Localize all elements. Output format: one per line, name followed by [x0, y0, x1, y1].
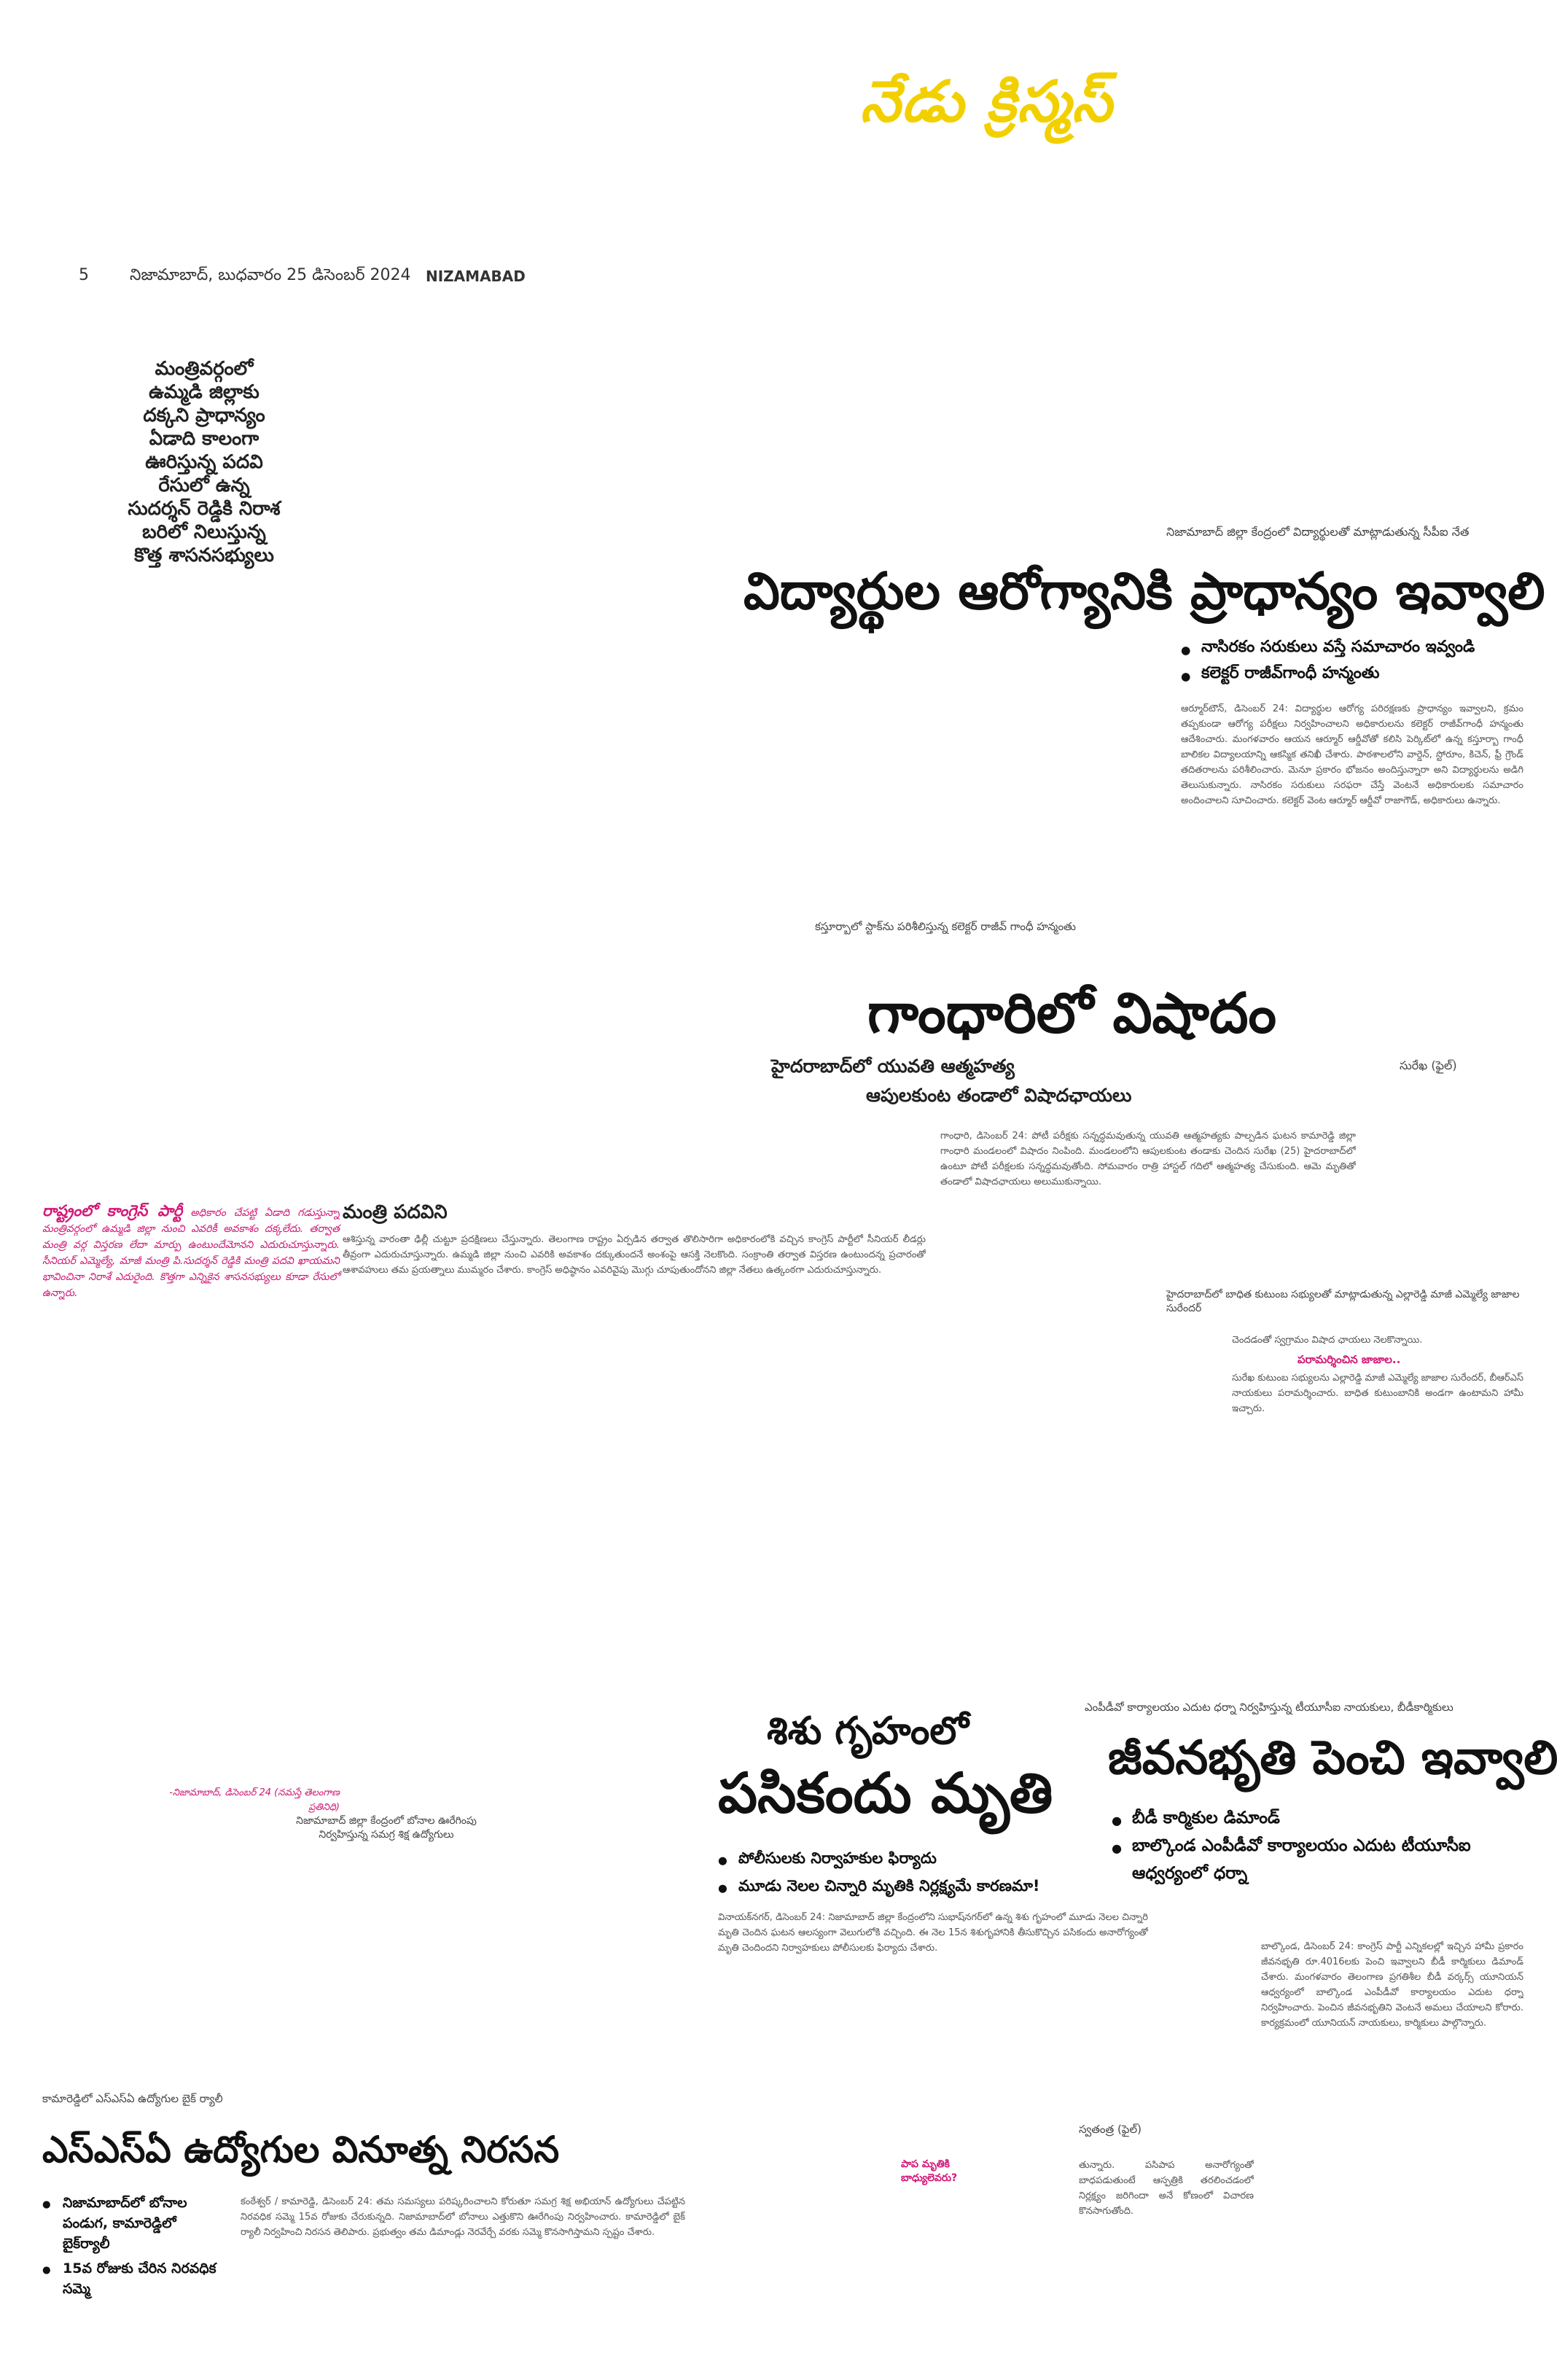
highlight-line: ఉమ్మడి జిల్లాకు	[149, 381, 260, 403]
health-headline: విద్యార్థుల ఆరోగ్యానికి ప్రాధాన్యం ఇవ్వా…	[744, 561, 1545, 621]
gandhari-inline-head: పరామర్శించిన జాజాల..	[1298, 1353, 1401, 1366]
minister-byline: -నిజామాబాద్‌, డిసెంబర్‌ 24 (నమస్తే తెలంగ…	[169, 1787, 340, 1813]
minister-lead-title: రాష్ట్రంలో కాంగ్రెస్‌ పార్టీ	[42, 1202, 183, 1220]
gandhari-inline-body: సురేఖ కుటుంబ సభ్యులను ఎల్లారెడ్డి మాజీ ఎ…	[1232, 1373, 1523, 1414]
beedi-kicker: ఎంపీడీవో కార్యాలయం ఎదుట ధర్నా నిర్వహిస్త…	[1085, 1701, 1453, 1714]
page-number: 5	[79, 266, 89, 284]
masthead-title: నేడు క్రిస్మస్	[860, 69, 1114, 135]
ssa-kicker: కామారెడ్డిలో ఎస్‌ఎస్‌ఏ ఉద్యోగుల బైక్‌ ర్…	[42, 2092, 223, 2105]
bullet-item: పోలీసులకు నిర్వాహకుల ఫిర్యాదు	[718, 1844, 1097, 1875]
minister-photo-caption: నిజామాబాద్‌ జిల్లా కేంద్రంలో బోనాల ఊరేగి…	[296, 1815, 477, 1841]
infant-body: వినాయక్‌నగర్‌, డిసెంబర్‌ 24: నిజామాబాద్‌…	[718, 1912, 1148, 1954]
minister-body: ఆశిస్తున్న వారంతా ఢిల్లీ చుట్టూ ప్రదక్షి…	[343, 1234, 926, 1276]
ssa-bullets: నిజామాబాద్‌లో బోనాల పండుగ, కామారెడ్డిలో …	[42, 2193, 217, 2299]
health-kicker: నిజామాబాద్‌ జిల్లా కేంద్రంలో విద్యార్థుల…	[1166, 525, 1470, 539]
highlight-line: దక్కని ప్రాధాన్యం	[143, 405, 265, 426]
ssa-body: కంఠేశ్వర్‌ / కామారెడ్డి, డిసెంబర్‌ 24: త…	[241, 2196, 685, 2238]
beedi-headline: జీవనభృతి పెంచి ఇవ్వాలి	[1108, 1731, 1557, 1785]
infant-bullets: పోలీసులకు నిర్వాహకుల ఫిర్యాదు మూడు నెలల …	[718, 1844, 1097, 1903]
highlight-line: కొత్త శాసనసభ్యులు	[134, 545, 274, 566]
gandhari-photo-caption: హైదరాబాద్‌లో బాధిత కుటుంబ సభ్యులతో మాట్ల…	[1166, 1289, 1520, 1314]
bullet-item: బీడీ కార్మికుల డిమాండ్‌	[1112, 1804, 1498, 1835]
beedi-bullets: బీడీ కార్మికుల డిమాండ్‌ బాల్కొండ ఎంపీడీవ…	[1112, 1804, 1498, 1887]
highlight-line: ఏడాది కాలంగా	[149, 428, 260, 450]
gandhari-photo-credit: సురేఖ (ఫైల్‌)	[1400, 1058, 1457, 1072]
beedi-body: బాల్కొండ, డిసెంబర్‌ 24: కాంగ్రెస్‌ పార్ట…	[1261, 1941, 1523, 2029]
minister-column-head: మంత్రి పదవిని	[343, 1201, 448, 1223]
minister-lead-body: అధికారం చేపట్టి ఏడాది గడుస్తున్నా మంత్రి…	[42, 1207, 340, 1299]
ssa-headline: ఎస్‌ఎస్‌ఏ ఉద్యోగుల వినూత్న నిరసన	[42, 2129, 560, 2171]
gandhari-headline: గాంధారిలో విషాదం	[867, 980, 1277, 1045]
highlights-box: మంత్రివర్గంలో ఉమ్మడి జిల్లాకు దక్కని ప్ర…	[109, 357, 299, 567]
bullet-item: 15వ రోజుకు చేరిన నిరవధిక సమ్మె	[42, 2258, 217, 2299]
highlight-line: రేసులో ఉన్న	[158, 475, 250, 496]
infant-body-2: తున్నారు. పసిపాప అనారోగ్యంతో బాధపడుతుంటే…	[1079, 2160, 1254, 2217]
gandhari-photo-body: చెందడంతో స్వగ్రామం విషాద ఛాయలు నెలకొన్నా…	[1232, 1335, 1423, 1346]
dateline: నిజామాబాద్‌, బుధవారం 25 డిసెంబర్‌ 2024	[130, 266, 411, 284]
minister-lead: రాష్ట్రంలో కాంగ్రెస్‌ పార్టీ అధికారం చేప…	[42, 1203, 340, 1301]
bullet-item: మూడు నెలల చిన్నారి మృతికి నిర్లక్ష్యమే క…	[718, 1872, 1097, 1903]
gandhari-subhead: హైదరాబాద్‌లో యువతి ఆత్మహత్య	[771, 1056, 1015, 1077]
highlight-line: సుదర్శన్‌ రెడ్డికి నిరాశ	[128, 498, 281, 520]
bullet-item: నిజామాబాద్‌లో బోనాల పండుగ, కామారెడ్డిలో …	[42, 2193, 217, 2254]
health-body: ఆర్మూర్‌టౌన్‌, డిసెంబర్‌ 24: విద్యార్థుల…	[1181, 703, 1523, 806]
infant-kicker: శిశు గృహంలో	[767, 1709, 969, 1753]
health-photo	[744, 634, 1166, 904]
bullet-item: నాసిరకం సరుకులు వస్తే సమాచారం ఇవ్వండి	[1181, 634, 1516, 663]
bullet-item: కలెక్టర్‌ రాజీవ్‌గాంధీ హన్మంతు	[1181, 660, 1516, 690]
gandhari-body: గాంధారి, డిసెంబర్‌ 24: పోటీ పరీక్షకు సన్…	[940, 1131, 1356, 1187]
health-bullets: నాసిరకం సరుకులు వస్తే సమాచారం ఇవ్వండి కల…	[1181, 634, 1516, 690]
highlight-line: మంత్రివర్గంలో	[155, 358, 254, 380]
health-photo-caption: కస్తూర్బాలో స్టాక్‌ను పరిశీలిస్తున్న కలె…	[815, 920, 1076, 933]
highlight-line: బరిలో నిలుస్తున్న	[142, 521, 266, 543]
highlight-line: ఊరిస్తున్న పదవి	[145, 451, 263, 473]
infant-subhead: పాప మృతికి బాధ్యులెవరు?	[901, 2158, 958, 2184]
gandhari-subhead-2: ఆపులకుంట తండాలో విషాదఛాయలు	[866, 1085, 1132, 1106]
infant-photo-credit: స్వతంత్ర (ఫైల్‌)	[1079, 2123, 1142, 2136]
infant-headline: పసికందు మృతి	[718, 1760, 1053, 1825]
edition-label: NIZAMABAD	[426, 268, 526, 285]
bullet-item: బాల్కొండ ఎంపీడీవో కార్యాలయం ఎదుట టీయూసీఐ…	[1112, 1832, 1498, 1887]
